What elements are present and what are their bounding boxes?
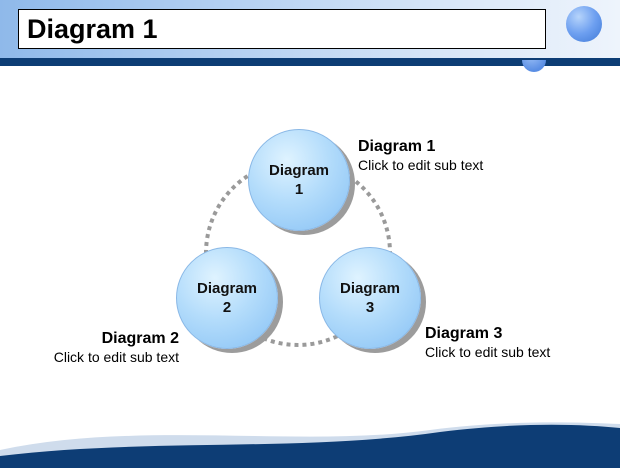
caption-2-title[interactable]: Diagram 2	[101, 330, 179, 347]
cycle-node-3-label: Diagram 3	[339, 280, 401, 316]
slide-title[interactable]: Diagram 1	[18, 9, 546, 49]
caption-diagram-2: Diagram 2 Click to edit sub text	[40, 329, 179, 366]
cycle-node-2-label: Diagram 2	[196, 280, 258, 316]
caption-1-subtext[interactable]: Click to edit sub text	[358, 157, 484, 173]
decorative-half-circle	[522, 60, 546, 72]
decorative-circle	[566, 6, 602, 42]
cycle-node-1[interactable]: Diagram 1	[248, 129, 350, 231]
caption-2-subtext[interactable]: Click to edit sub text	[53, 349, 179, 365]
caption-1-title[interactable]: Diagram 1	[358, 138, 436, 155]
header-band	[0, 58, 620, 66]
caption-3-title[interactable]: Diagram 3	[425, 325, 503, 342]
cycle-node-3[interactable]: Diagram 3	[319, 247, 421, 349]
caption-diagram-1: Diagram 1 Click to edit sub text	[358, 137, 483, 174]
cycle-node-2[interactable]: Diagram 2	[176, 247, 278, 349]
cycle-node-1-label: Diagram 1	[268, 162, 330, 198]
caption-diagram-3: Diagram 3 Click to edit sub text	[425, 324, 550, 361]
footer-wave	[0, 422, 620, 468]
caption-3-subtext[interactable]: Click to edit sub text	[425, 344, 551, 360]
